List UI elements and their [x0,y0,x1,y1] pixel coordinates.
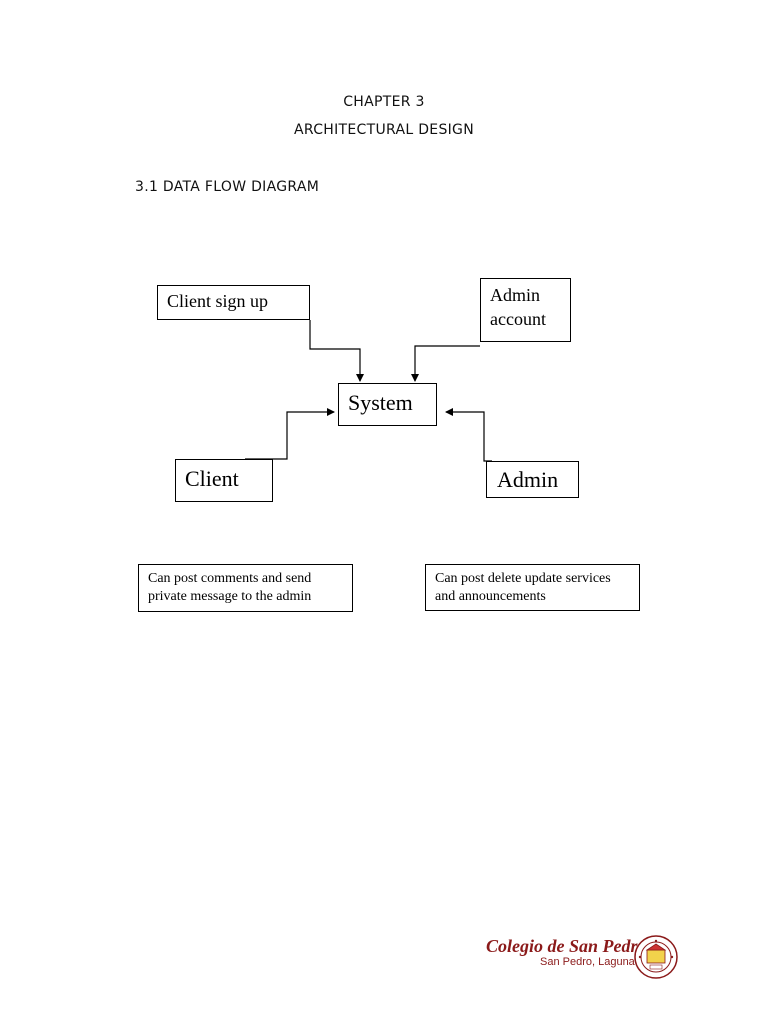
note-admin: Can post delete update services and anno… [425,564,640,611]
node-admin-account-label-line1: Admin [490,285,541,305]
node-admin-account-label-line2: account [490,309,546,329]
chapter-title: ARCHITECTURAL DESIGN [294,122,474,138]
note-client-line1: Can post comments and send [148,571,312,586]
note-admin-line1: Can post delete update services [435,571,611,586]
note-admin-line2: and announcements [435,589,546,604]
node-client-label: Client [185,466,239,491]
school-seal-icon [634,935,678,979]
note-client: Can post comments and send private messa… [138,564,353,612]
node-admin-account: Admin account [480,278,571,342]
node-client-sign-up: Client sign up [157,285,310,320]
school-location: San Pedro, Laguna [540,956,635,968]
connector-admin-account [411,345,480,382]
node-admin-label: Admin [497,467,559,492]
connector-client [245,408,335,460]
node-client-sign-up-label: Client sign up [167,291,269,311]
section-title: 3.1 DATA FLOW DIAGRAM [135,179,320,195]
node-system: System [338,383,437,426]
connector-admin [445,408,492,462]
node-client: Client [175,459,273,502]
connector-client-sign-up [309,320,364,382]
node-system-label: System [348,390,413,415]
note-client-line2: private message to the admin [148,589,312,604]
chapter-heading: CHAPTER 3 [343,94,425,110]
school-name: Colegio de San Pedro [486,936,647,956]
node-admin: Admin [486,461,579,498]
